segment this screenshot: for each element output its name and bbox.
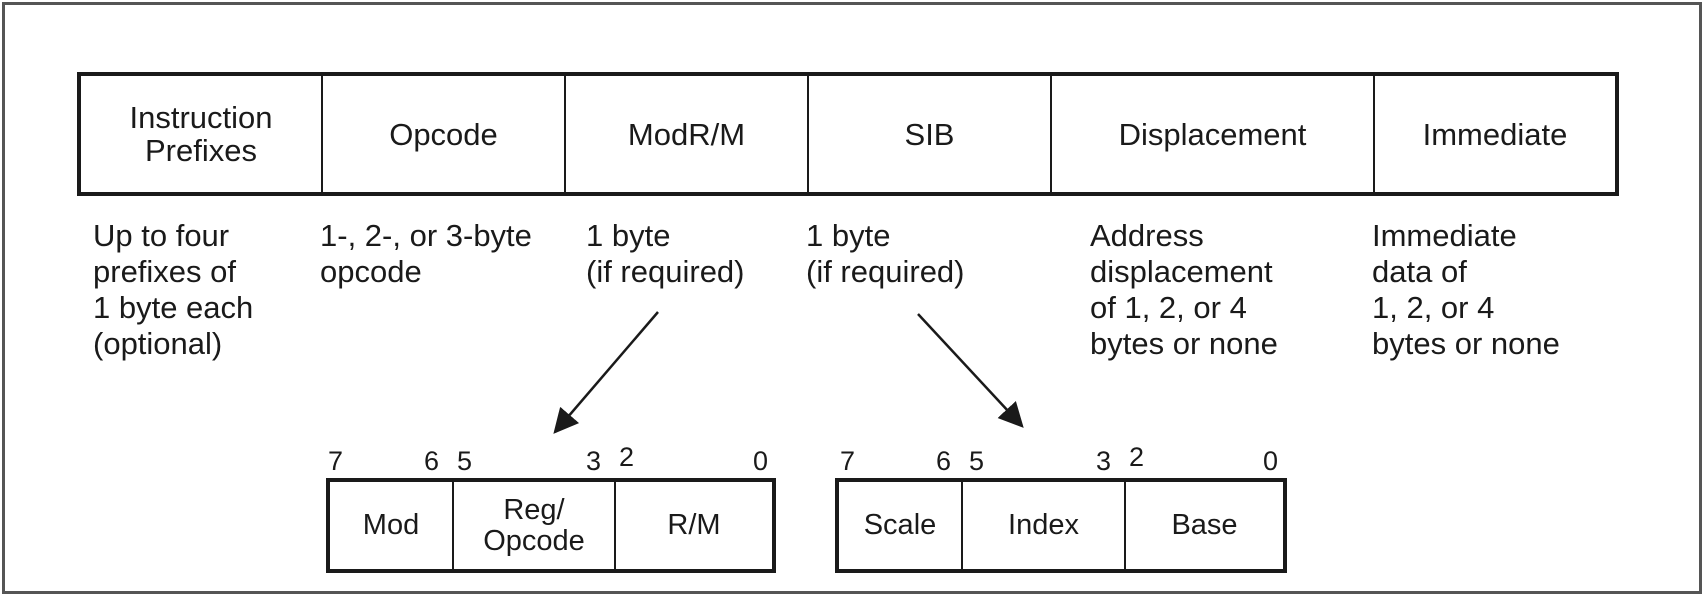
- arrow-modrm-expand: [553, 311, 659, 434]
- field-immediate: Immediate: [1422, 116, 1568, 152]
- sib-bit-5: 5: [969, 446, 985, 476]
- modrm-bit-2: 2: [619, 442, 635, 472]
- field-instruction-prefixes: Instruction Prefixes: [81, 76, 323, 192]
- modrm-bit-3: 3: [586, 446, 602, 476]
- sib-field-base: Base: [1171, 509, 1238, 541]
- modrm-field-reg-opcode: Reg/ Opcode: [454, 482, 616, 569]
- desc-instruction-prefixes: Up to four prefixes of 1 byte each (opti…: [93, 218, 254, 361]
- instruction-format-table: Instruction Prefixes Opcode ModR/M SIB D…: [77, 72, 1619, 196]
- sib-field-scale: Scale: [839, 482, 963, 569]
- field-sib: SIB: [809, 76, 1052, 192]
- arrow-sib-expand: [917, 313, 1024, 428]
- field-opcode: Opcode: [323, 76, 566, 192]
- modrm-field-mod: Mod: [330, 482, 454, 569]
- sib-bit-0: 0: [1263, 446, 1279, 476]
- sib-field-index: Index: [963, 482, 1126, 569]
- modrm-field-rm: R/M: [667, 509, 721, 541]
- field-modrm: ModR/M: [566, 76, 809, 192]
- desc-immediate: Immediate data of 1, 2, or 4 bytes or no…: [1372, 218, 1560, 361]
- modrm-bit-5: 5: [457, 446, 473, 476]
- desc-displacement: Address displacement of 1, 2, or 4 bytes…: [1090, 218, 1278, 361]
- sib-bit-6: 6: [936, 446, 952, 476]
- sib-byte-box: Scale Index Base: [835, 478, 1287, 573]
- desc-opcode: 1-, 2-, or 3-byte opcode: [320, 218, 532, 289]
- modrm-bit-7: 7: [328, 446, 344, 476]
- field-displacement: Displacement: [1052, 76, 1375, 192]
- modrm-bit-6: 6: [424, 446, 440, 476]
- sib-bit-2: 2: [1129, 442, 1145, 472]
- modrm-byte-box: Mod Reg/ Opcode R/M: [326, 478, 776, 573]
- sib-bit-7: 7: [840, 446, 856, 476]
- desc-modrm: 1 byte (if required): [586, 218, 745, 289]
- modrm-bit-0: 0: [753, 446, 769, 476]
- sib-bit-3: 3: [1096, 446, 1112, 476]
- desc-sib: 1 byte (if required): [806, 218, 965, 289]
